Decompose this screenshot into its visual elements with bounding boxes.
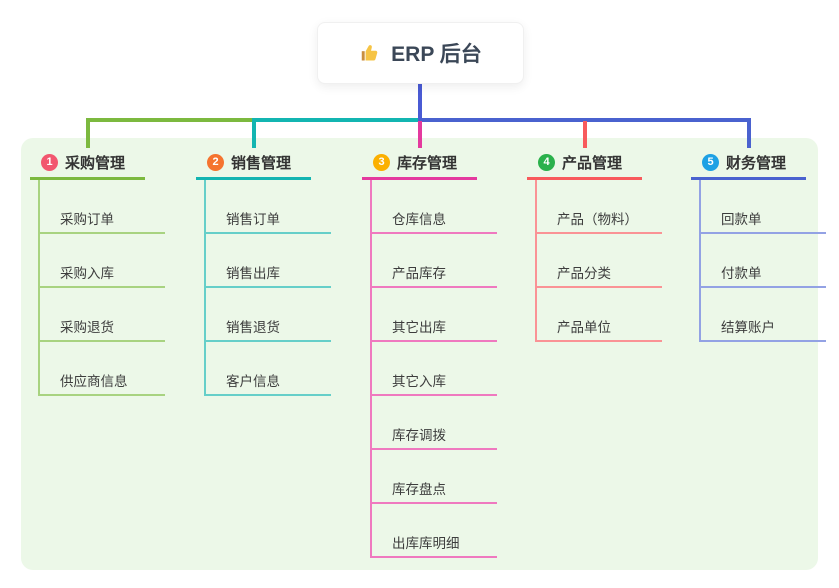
child-node-label: 回款单	[721, 212, 762, 227]
connector-line	[85, 121, 90, 148]
connector-line	[582, 121, 587, 148]
child-node[interactable]: 结算账户	[699, 288, 826, 342]
connector-line	[417, 118, 751, 122]
branch-header[interactable]: 3 库存管理	[362, 148, 477, 180]
branch-header[interactable]: 5 财务管理	[691, 148, 806, 180]
child-node-label: 销售退货	[226, 320, 280, 335]
child-node-label: 其它出库	[392, 320, 446, 335]
child-node[interactable]: 客户信息	[204, 342, 331, 396]
branch-4: 4 产品管理产品（物料） 产品分类产品单位	[527, 148, 662, 342]
child-node[interactable]: 库存盘点	[370, 450, 497, 504]
branch-label: 财务管理	[726, 154, 787, 172]
child-node-label: 库存调拨	[392, 428, 446, 443]
child-node-label: 产品单位	[557, 320, 611, 335]
branch-number-badge: 4	[538, 153, 555, 171]
child-node-label: 产品（物料）	[557, 212, 638, 227]
branch-number-badge: 5	[702, 153, 719, 171]
branch-label: 产品管理	[562, 154, 623, 172]
branch-children: 回款单付款单结算账户	[699, 180, 826, 342]
branch-header[interactable]: 4 产品管理	[527, 148, 642, 180]
child-node[interactable]: 仓库信息	[370, 180, 497, 234]
child-node[interactable]: 销售订单	[204, 180, 331, 234]
branch-children: 销售订单销售出库销售退货客户信息	[204, 180, 331, 396]
branch-number-badge: 3	[373, 153, 390, 171]
root-node[interactable]: ERP 后台	[317, 22, 524, 84]
branch-children: 仓库信息产品库存其它出库其它入库库存调拨库存盘点出库库明细	[370, 180, 497, 558]
branch-header[interactable]: 1 采购管理	[30, 148, 145, 180]
child-node-label: 供应商信息	[60, 374, 128, 389]
child-node-label: 产品分类	[557, 266, 611, 281]
branches-panel	[21, 138, 818, 570]
child-node-label: 采购订单	[60, 212, 114, 227]
child-node-label: 销售出库	[226, 266, 280, 281]
branch-1: 1 采购管理采购订单采购入库采购退货供应商信息	[30, 148, 165, 396]
child-node-label: 仓库信息	[392, 212, 446, 227]
branch-3: 3 库存管理仓库信息产品库存其它出库其它入库库存调拨库存盘点出库库明细	[362, 148, 497, 558]
child-node[interactable]: 采购订单	[38, 180, 165, 234]
thumbs-up-icon	[359, 42, 381, 64]
child-node-label: 产品库存	[392, 266, 446, 281]
child-node[interactable]: 回款单	[699, 180, 826, 234]
branch-label: 采购管理	[65, 154, 126, 172]
child-node-label: 付款单	[721, 266, 762, 281]
child-node[interactable]: 出库库明细	[370, 504, 497, 558]
branch-label: 库存管理	[397, 154, 458, 172]
child-node[interactable]: 销售出库	[204, 234, 331, 288]
branch-children: 采购订单采购入库采购退货供应商信息	[38, 180, 165, 396]
connector-line	[417, 84, 422, 120]
connector-line	[251, 118, 422, 122]
branch-number-badge: 2	[207, 153, 224, 171]
branch-label: 销售管理	[231, 154, 292, 172]
root-label: ERP 后台	[391, 43, 482, 66]
child-node[interactable]: 销售退货	[204, 288, 331, 342]
child-node[interactable]: 供应商信息	[38, 342, 165, 396]
branch-number-badge: 1	[41, 153, 58, 171]
child-node-label: 采购退货	[60, 320, 114, 335]
child-node[interactable]: 付款单	[699, 234, 826, 288]
child-node-label: 出库库明细	[392, 536, 460, 551]
branch-2: 2 销售管理销售订单销售出库销售退货客户信息	[196, 148, 331, 396]
child-node[interactable]: 其它出库	[370, 288, 497, 342]
child-node-label: 结算账户	[721, 320, 775, 335]
branch-5: 5 财务管理回款单付款单结算账户	[691, 148, 826, 342]
connector-line	[417, 121, 422, 148]
child-node[interactable]: 产品分类	[535, 234, 662, 288]
child-node-label: 库存盘点	[392, 482, 446, 497]
connector-line	[746, 121, 751, 148]
child-node[interactable]: 采购入库	[38, 234, 165, 288]
child-node-label: 采购入库	[60, 266, 114, 281]
child-node[interactable]: 产品单位	[535, 288, 662, 342]
child-node[interactable]: 库存调拨	[370, 396, 497, 450]
child-node-label: 销售订单	[226, 212, 280, 227]
child-node-label: 客户信息	[226, 374, 280, 389]
branch-header[interactable]: 2 销售管理	[196, 148, 311, 180]
branch-children: 产品（物料） 产品分类产品单位	[535, 180, 662, 342]
child-node-label: 其它入库	[392, 374, 446, 389]
child-node[interactable]: 采购退货	[38, 288, 165, 342]
child-node[interactable]: 产品（物料）	[535, 180, 662, 234]
child-node[interactable]: 其它入库	[370, 342, 497, 396]
connector-line	[251, 121, 256, 148]
child-node[interactable]: 产品库存	[370, 234, 497, 288]
